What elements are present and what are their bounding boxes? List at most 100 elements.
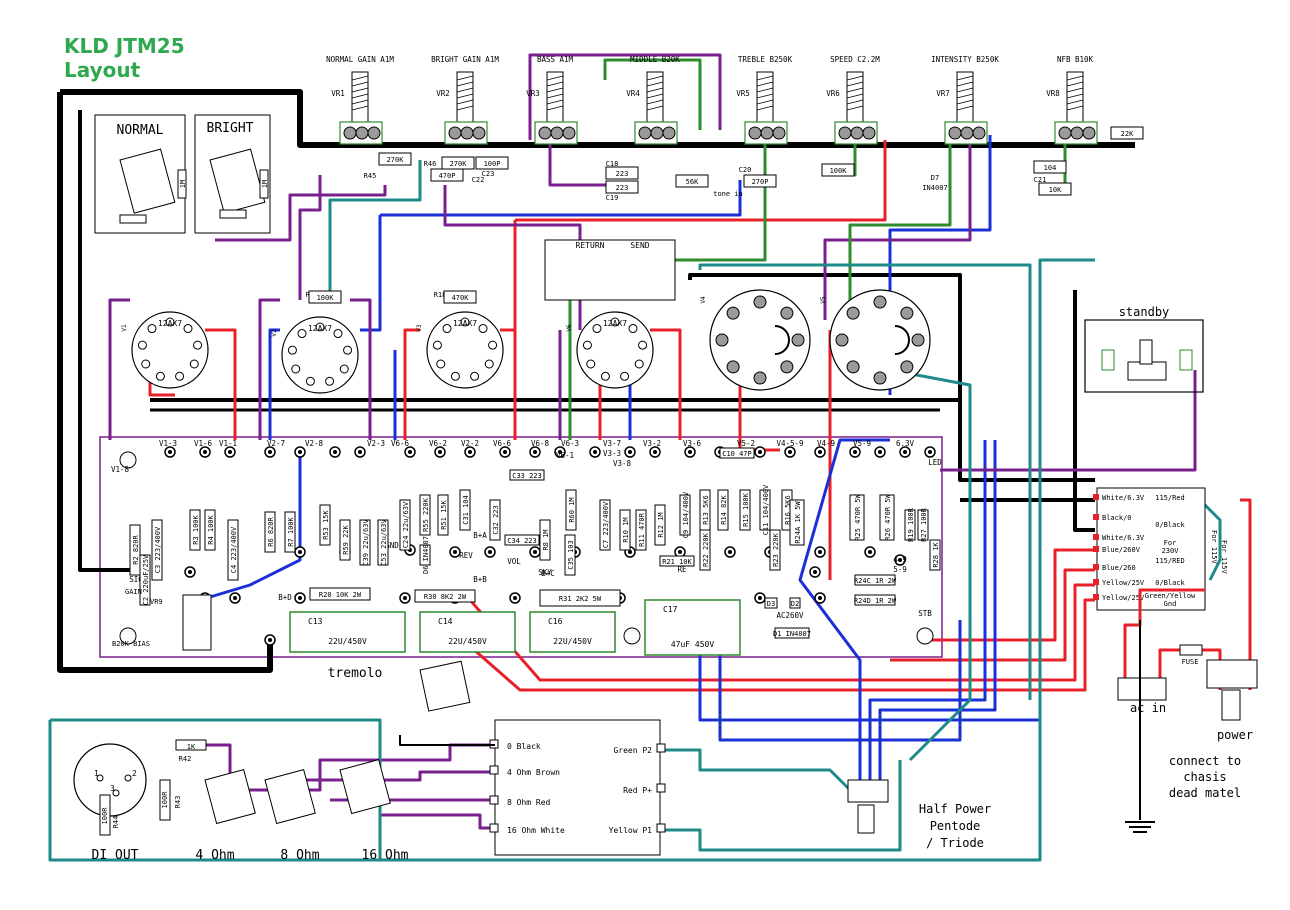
ot-primary-pin	[656, 783, 666, 793]
board-part-label: R24D 1R 2W	[854, 597, 897, 605]
power-switch	[1206, 659, 1258, 689]
power-tube-pin	[873, 371, 887, 385]
board-label: V6-2	[429, 439, 447, 448]
board-component	[679, 494, 691, 536]
board-part-label: C39 22u/63V	[362, 519, 370, 566]
mounting-hole	[623, 627, 641, 645]
input-resistor	[259, 169, 269, 199]
pad-hole	[403, 596, 407, 600]
board-part-label: R55 220K	[422, 497, 430, 532]
pot-knurl	[846, 75, 864, 81]
standby-toggle	[1139, 339, 1153, 365]
tube-id-v3: V3	[416, 324, 423, 332]
pot-knurl	[646, 99, 664, 105]
tube-type-v2: 12AX7	[308, 324, 332, 333]
board-label: RE	[677, 565, 687, 574]
power-tube-pin	[900, 360, 914, 374]
pot-id-vr6: VR6	[826, 89, 840, 98]
pot-lug	[760, 126, 774, 140]
power-tube-pin	[715, 333, 729, 347]
board-label: V3-3	[603, 449, 621, 458]
pot-knurl	[646, 75, 664, 81]
board-part-label: R16 5K6	[784, 495, 792, 525]
board-component	[619, 509, 631, 551]
pot-knurl	[846, 87, 864, 93]
resistor-label: 1M	[179, 180, 187, 188]
tube-id-v2: V2	[271, 329, 278, 337]
transformer-left-label: Black/0	[1102, 514, 1132, 522]
upper-part-label: 470K	[452, 294, 470, 302]
r42-resistor	[175, 739, 207, 751]
part-body	[605, 166, 639, 180]
tube-pin	[586, 359, 596, 369]
board-part-label: R24A 1K 5W	[794, 501, 802, 544]
pot-knurl	[846, 99, 864, 105]
board-label: V1-1	[219, 439, 237, 448]
mounting-hole	[119, 627, 137, 645]
board-label: V6-3	[561, 439, 579, 448]
blue-wire	[268, 328, 280, 440]
pad-hole	[298, 450, 302, 454]
teal-wire	[660, 748, 852, 792]
power-tube-pin	[846, 306, 860, 320]
pad-hole	[558, 450, 562, 454]
board-component	[437, 494, 449, 536]
board-label: V6-6	[493, 439, 512, 448]
board-part-label: R7 100K	[287, 516, 295, 546]
r42-id: R42	[179, 755, 192, 763]
pad-hole	[818, 596, 822, 600]
teal-wire	[328, 160, 422, 300]
pad-hole	[453, 550, 457, 554]
transformer-pin	[1093, 534, 1099, 540]
board-part-label: R27 100R	[920, 507, 928, 542]
pot-knurl	[756, 105, 774, 111]
green-wire	[848, 140, 952, 330]
pot-knurl	[546, 75, 564, 81]
pot-lug	[562, 126, 576, 140]
board-label: LED	[928, 458, 942, 467]
pot-knurl	[351, 105, 369, 111]
filter-cap-value: 22U/450V	[448, 637, 487, 646]
power-tube-pin	[726, 306, 740, 320]
board-component	[759, 489, 771, 531]
red-wire	[1240, 498, 1252, 690]
board-component	[599, 499, 611, 551]
blue-wire	[798, 438, 890, 780]
bright-input-label: BRIGHT	[207, 121, 254, 136]
board-component	[789, 597, 801, 609]
ot-tap-label: 8 Ohm Red	[507, 798, 551, 807]
pot-knurl	[956, 75, 974, 81]
pot-knurl	[351, 87, 369, 93]
board-component	[359, 519, 371, 566]
tube-pin	[600, 371, 610, 381]
filter-cap-id: C14	[438, 617, 453, 626]
upper-part-label: 270K	[450, 160, 468, 168]
bias-pot	[182, 594, 212, 651]
upper-part-label: 223	[616, 184, 629, 192]
board-part-label: R6 820R	[267, 516, 275, 546]
purple-wire	[380, 813, 495, 830]
board-component	[929, 539, 941, 571]
board-part-label: C11 104/400V	[762, 484, 770, 535]
board-label: V5-9	[853, 439, 871, 448]
board-part-label: D1 IN4007	[773, 630, 811, 638]
board-component	[539, 519, 551, 561]
power-tube-pin	[835, 333, 849, 347]
board-component	[509, 469, 545, 481]
board-component	[399, 499, 411, 551]
tube-pin	[432, 340, 442, 350]
r44-value: 100R	[101, 807, 109, 825]
upper-part-label: R46	[424, 160, 437, 168]
purple-wire	[108, 298, 130, 440]
ot-primary-label: Green P2	[613, 746, 652, 755]
half-power-label: Pentode	[930, 819, 981, 833]
board-component	[917, 509, 929, 541]
purple-wire	[528, 53, 722, 140]
pad-hole	[168, 450, 172, 454]
tube-pin	[488, 340, 498, 350]
pot-label-vr6: SPEED C2.2M	[830, 55, 880, 64]
part-body	[675, 174, 709, 188]
pad-hole	[358, 450, 362, 454]
upper-part-label: 270K	[387, 156, 405, 164]
